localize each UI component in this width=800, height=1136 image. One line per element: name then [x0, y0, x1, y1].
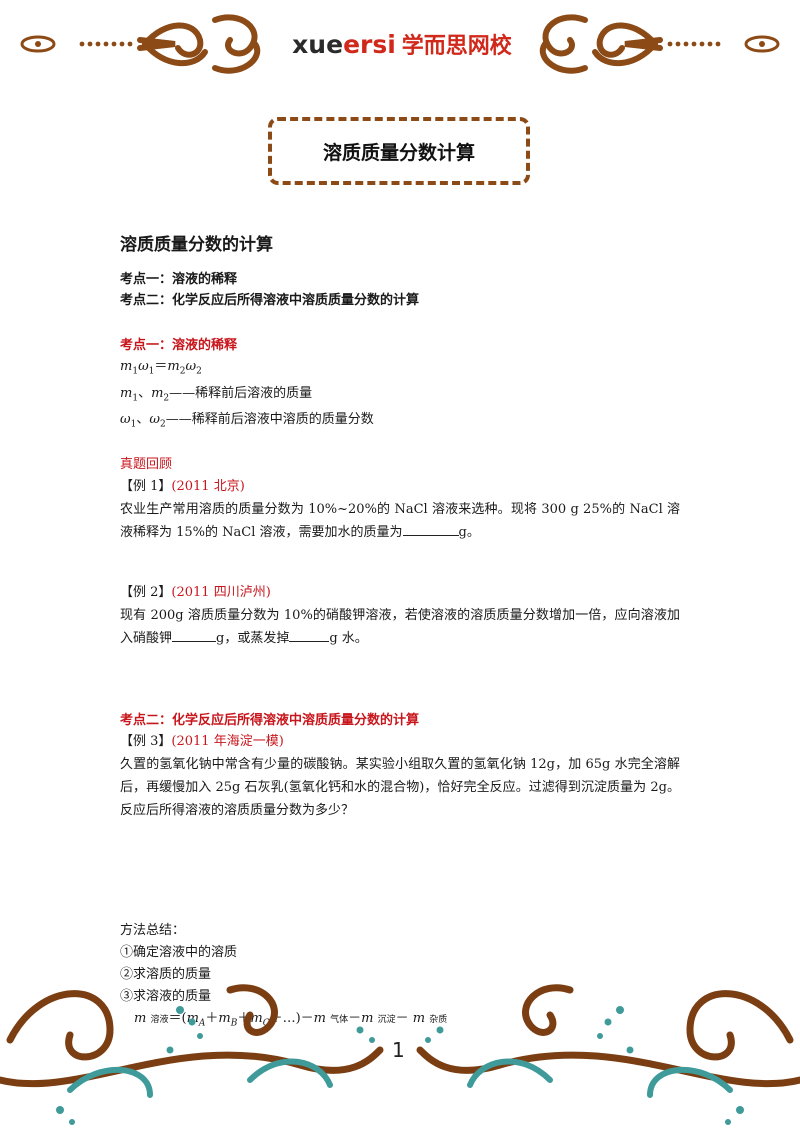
method-summary-title: 方法总结： [120, 922, 186, 938]
key-point-2-title: 考点二：化学反应后所得溶液中溶质质量分数的计算 [120, 712, 420, 728]
footer-swirl-graphic [0, 984, 800, 1125]
document-body: 溶质质量分数的计算 考点一：溶液的稀释 考点二：化学反应后所得溶液中溶质质量分数… [120, 230, 680, 1034]
example-2-text-mid: g，或蒸发掉 [216, 630, 290, 646]
title-box: 溶质质量分数计算 [268, 117, 530, 185]
answer-blank [172, 627, 217, 642]
brand-latin-part2: ersi [343, 30, 396, 59]
example-3-tag: 【例 3】 [120, 733, 172, 749]
example-2-source: (2011 四川泸州) [171, 584, 271, 600]
example-2-tag: 【例 2】 [120, 584, 172, 600]
example-3-header: 【例 3】(2011 年海淀一模) [120, 731, 680, 753]
header-ornament [20, 14, 780, 74]
method-step-1: ①确定溶液中的溶质 [120, 944, 238, 960]
key-point-2-overview: 考点二：化学反应后所得溶液中溶质质量分数的计算 [120, 293, 420, 308]
example-1-text-body: 农业生产常用溶质的质量分数为 10%~20%的 NaCl 溶液来选种。现将 30… [120, 501, 680, 540]
footer-ornament [0, 970, 800, 1132]
answer-blank [402, 521, 459, 536]
method-step-3: ③求溶液的质量 [120, 988, 212, 1004]
example-1-source: (2011 北京) [171, 478, 245, 494]
brand-latin-part1: xue [292, 30, 344, 59]
fraction-definition-text: ——稀释前后溶液中溶质的质量分数 [165, 412, 374, 428]
review-label: 真题回顾 [120, 456, 173, 472]
example-2-text: 现有 200g 溶质质量分数为 10%的硝酸钾溶液，若使溶液的溶质质量分数增加一… [120, 604, 680, 650]
example-1-text-unit: g。 [458, 524, 480, 540]
mass-definition: m1、m2——稀释前后溶液的质量 [120, 385, 313, 404]
solution-mass-formula: m 溶液＝(mA＋mB＋mC＋…)－m 气体－m 沉淀－ m 杂质 [134, 1010, 448, 1029]
example-1-tag: 【例 1】 [120, 478, 172, 494]
page-number: 1 [392, 1038, 405, 1062]
sub-impurity: 杂质 [429, 1014, 448, 1025]
sub-gas: 气体 [330, 1014, 349, 1025]
key-point-1-overview: 考点一：溶液的稀释 [120, 272, 238, 287]
example-2-text-end: g 水。 [329, 630, 368, 646]
example-1-header: 【例 1】(2011 北京) [120, 476, 680, 498]
example-2-text-body: 现有 200g 溶质质量分数为 10%的硝酸钾溶液，若使溶液的溶质质量分数增加一… [120, 607, 680, 646]
sub-precipitate: 沉淀 [377, 1014, 396, 1025]
answer-blank [289, 627, 330, 642]
brand-chinese-name: 学而思网校 [401, 34, 512, 59]
example-3-source: (2011 年海淀一模) [171, 733, 284, 749]
fraction-definition: ω1、ω2——稀释前后溶液中溶质的质量分数 [120, 412, 374, 430]
method-step-2: ②求溶质的质量 [120, 966, 212, 982]
section-heading: 溶质质量分数的计算 [120, 235, 273, 255]
key-point-1-title: 考点一：溶液的稀释 [120, 338, 238, 353]
example-2-header: 【例 2】(2011 四川泸州) [120, 582, 680, 604]
dilution-formula: m1ω1＝m2ω2 [120, 359, 202, 377]
sub-solution: 溶液 [150, 1014, 169, 1025]
mass-definition-text: ——稀释前后溶液的质量 [169, 385, 313, 401]
example-1-text: 农业生产常用溶质的质量分数为 10%~20%的 NaCl 溶液来选种。现将 30… [120, 498, 680, 544]
document-title: 溶质质量分数计算 [322, 141, 475, 164]
example-3-text: 久置的氢氧化钠中常含有少量的碳酸钠。某实验小组取久置的氢氧化钠 12g，加 65… [120, 756, 680, 818]
